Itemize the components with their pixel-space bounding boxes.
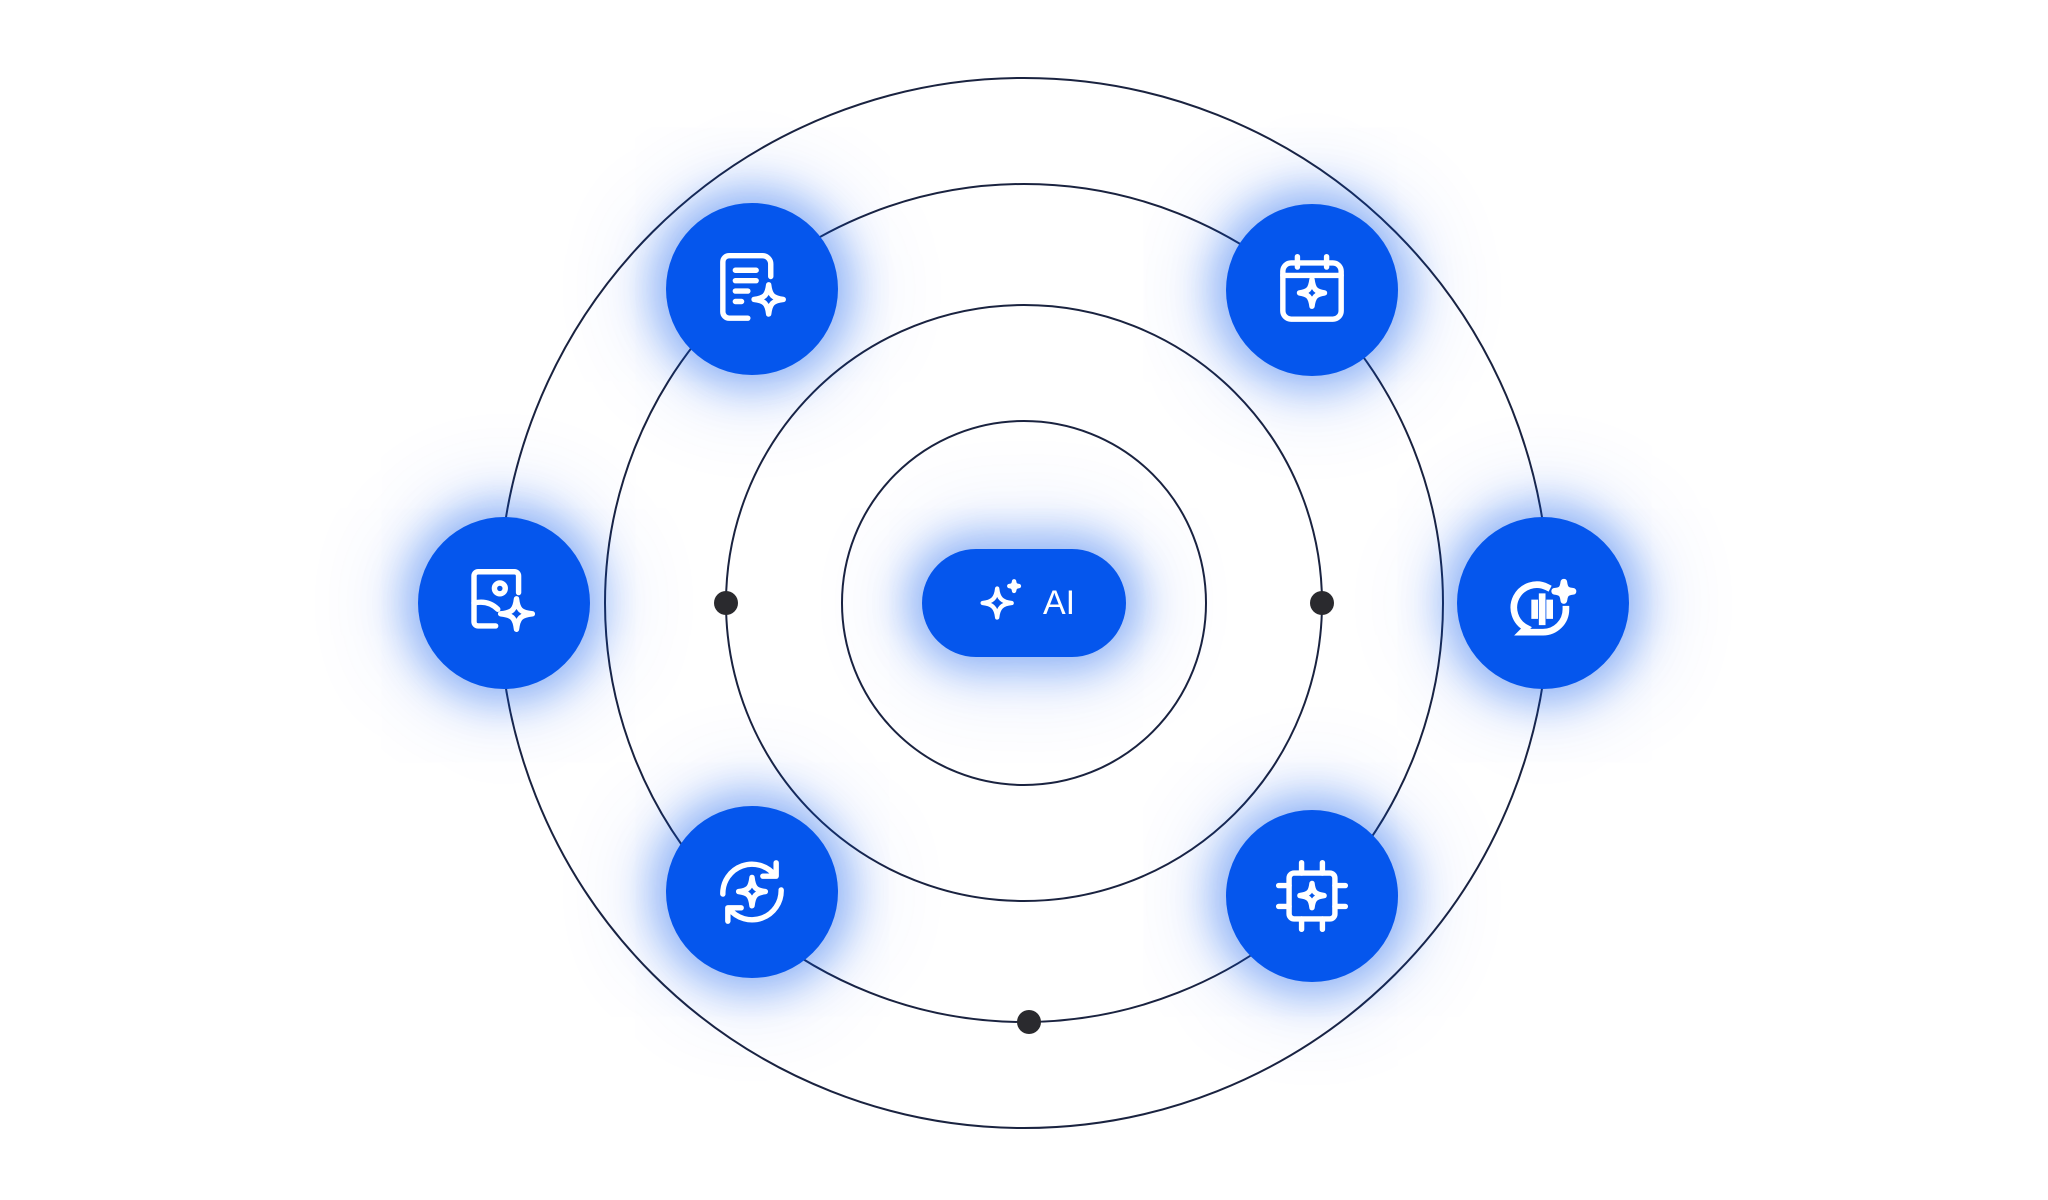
orbit-ring-1 (841, 420, 1207, 786)
calendar-sparkle-icon (1280, 253, 1344, 322)
node-image-ai[interactable] (418, 517, 590, 689)
orbit-dot (1310, 591, 1334, 615)
ai-center-badge[interactable]: AI (922, 549, 1126, 657)
node-calendar-ai[interactable] (1226, 204, 1398, 376)
document-sparkle-icon (720, 252, 786, 321)
chat-voice-sparkle-icon (1510, 578, 1577, 636)
orbit-dot (714, 591, 738, 615)
sparkles-icon (980, 579, 1022, 620)
ai-label: AI (1042, 583, 1076, 622)
refresh-sparkle-icon (720, 860, 784, 924)
chip-sparkle-icon (1275, 859, 1349, 933)
node-document-ai[interactable] (666, 203, 838, 375)
image-sparkle-icon (471, 569, 536, 632)
orbit-dot (1017, 1010, 1041, 1034)
node-voice-chat-ai[interactable] (1457, 517, 1629, 689)
node-chip-ai[interactable] (1226, 810, 1398, 982)
node-refresh-ai[interactable] (666, 806, 838, 978)
